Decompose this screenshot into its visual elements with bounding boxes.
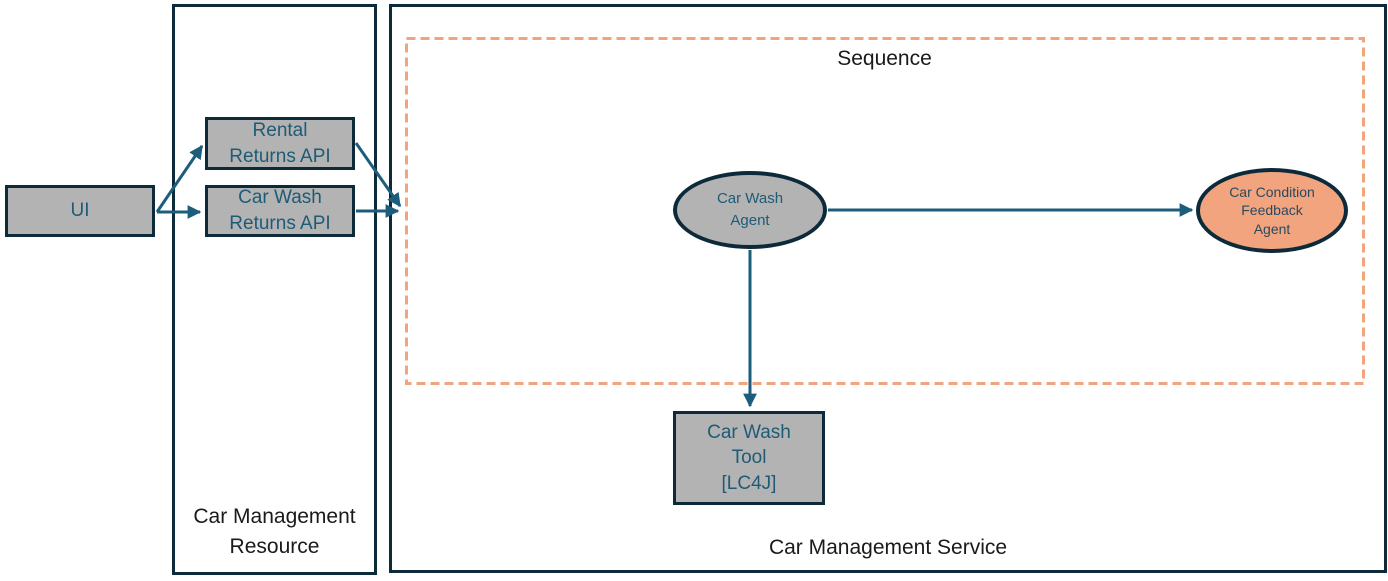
car-wash-tool-label-line1: Car Wash	[707, 421, 791, 443]
car-wash-returns-api-label-line1: Car Wash	[238, 187, 322, 209]
car-wash-agent-label-line2: Agent	[730, 212, 770, 229]
car-wash-returns-api-label-line2: Returns API	[229, 213, 331, 234]
car-condition-feedback-agent-label-line2: Feedback	[1241, 202, 1303, 219]
rental-returns-api-node: Rental Returns API	[205, 117, 355, 170]
car-wash-agent-label-line1: Car Wash	[716, 190, 784, 208]
ui-node: UI	[5, 185, 155, 237]
car-condition-feedback-agent-node: Car Condition Feedback Agent	[1196, 168, 1348, 253]
car-wash-tool-node: Car Wash Tool [LC4J]	[673, 411, 825, 505]
car-management-resource-label: Car Management Resource	[175, 502, 374, 562]
arrow-ui-to-rental-returns-api	[155, 144, 204, 213]
sequence-group-label: Sequence	[837, 47, 932, 70]
car-wash-tool-label-line3: [LC4J]	[721, 472, 777, 494]
car-wash-agent-node: Car Wash Agent	[673, 171, 827, 249]
car-management-service-container: Car Management Service	[389, 4, 1387, 573]
resource-label-line2: Resource	[229, 535, 320, 559]
rental-returns-api-label-line2: Returns API	[229, 145, 331, 167]
arrow-rental-returns-api-to-sequence	[354, 142, 402, 208]
resource-label-line1: Car Management	[193, 505, 356, 529]
car-condition-feedback-agent-label-line1: Car Condition	[1229, 183, 1315, 200]
car-wash-returns-api-node: Car Wash Returns API	[205, 185, 355, 237]
ui-node-label: UI	[70, 200, 90, 222]
sequence-dashed-frame	[405, 37, 1365, 385]
rental-returns-api-label-line1: Rental	[252, 119, 308, 141]
car-wash-tool-label-line2: Tool	[731, 447, 767, 469]
car-management-service-label: Car Management Service	[768, 536, 1008, 560]
car-management-resource-container: Car Management Resource	[172, 4, 377, 575]
car-condition-feedback-agent-label-line3: Agent	[1253, 220, 1291, 237]
